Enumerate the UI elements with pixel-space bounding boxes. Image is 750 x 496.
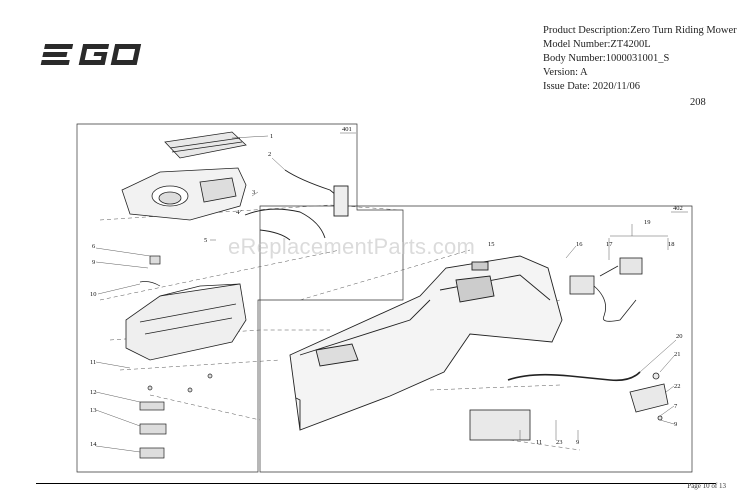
footer-divider — [36, 483, 716, 484]
seat-cushion-part — [164, 131, 247, 159]
callout-14: 14 — [90, 441, 97, 448]
ego-logo — [40, 44, 142, 65]
callout-9-bottom: 9 — [576, 439, 579, 446]
callout-4: 4 — [236, 209, 240, 216]
callout-13: 13 — [90, 407, 97, 414]
callout-16: 16 — [576, 241, 583, 248]
body-number: Body Number:1000031001_S — [543, 53, 670, 64]
callout-6: 6 — [92, 243, 96, 250]
callout-2: 2 — [268, 151, 271, 158]
callout-7: 7 — [674, 403, 678, 410]
group-402-frame — [259, 205, 693, 473]
callout-15: 15 — [488, 241, 495, 248]
callout-10: 10 — [90, 291, 97, 298]
product-info: Product Description:Zero Turn Riding Mow… — [543, 24, 737, 94]
callout-9-left: 9 — [92, 259, 95, 266]
callout-11-left: 11 — [90, 359, 96, 366]
callout-23: 23 — [556, 439, 563, 446]
total-pages: 13 — [719, 482, 726, 490]
group-label-401: 401 — [342, 126, 352, 133]
callout-9-right: 9 — [674, 421, 677, 428]
callout-22: 22 — [674, 383, 681, 390]
model-number: Model Number:ZT4200L — [543, 39, 651, 50]
main-console-body-part — [289, 255, 563, 431]
callout-12: 12 — [90, 389, 97, 396]
product-description: Product Description:Zero Turn Riding Mow… — [543, 25, 737, 36]
callout-1: 1 — [270, 133, 273, 140]
callout-3: 3 — [252, 189, 255, 196]
callout-18: 18 — [668, 241, 675, 248]
storage-tray-part — [125, 283, 247, 361]
group-label-402: 402 — [673, 205, 683, 212]
upper-console-part — [121, 167, 247, 221]
callout-21: 21 — [674, 351, 681, 358]
cable-switch-part — [469, 371, 669, 441]
small-hardware-left — [139, 255, 213, 459]
callout-19: 19 — [644, 219, 651, 226]
callout-11-right: 11 — [536, 439, 542, 446]
page-code: 208 — [690, 97, 706, 108]
watermark: eReplacementParts.com — [228, 234, 476, 259]
version: Version: A — [543, 67, 588, 78]
callout-20: 20 — [676, 333, 683, 340]
issue-date: Issue Date: 2020/11/06 — [543, 81, 641, 92]
page-label: Page 10 of — [687, 482, 719, 490]
group-401-frame — [76, 123, 404, 473]
harness-controller-part — [569, 257, 643, 322]
callout-5: 5 — [204, 237, 207, 244]
callout-17: 17 — [606, 241, 613, 248]
wire-harness-part — [244, 169, 349, 241]
page-indicator: Page 10 of 13 — [687, 482, 726, 490]
